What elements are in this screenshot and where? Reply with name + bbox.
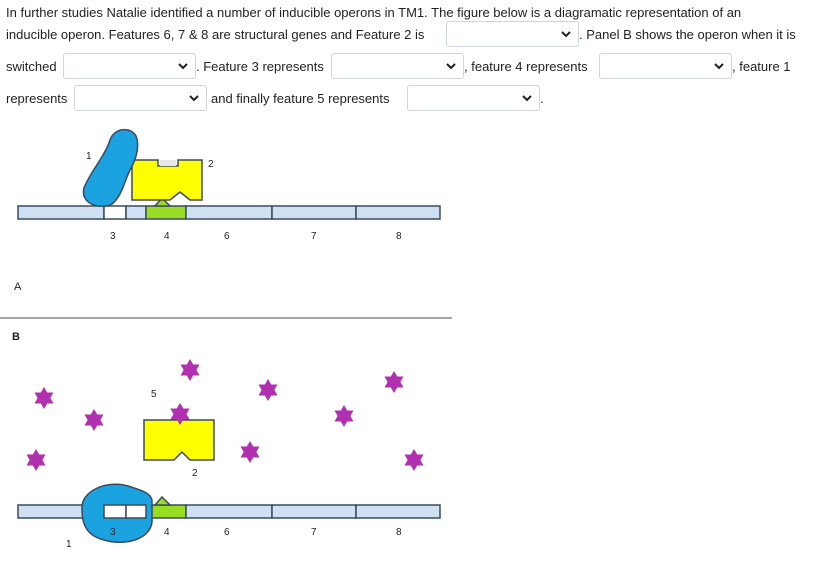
chevron-down-icon [189, 95, 199, 102]
chevron-down-icon [178, 63, 188, 70]
chevron-down-icon [446, 63, 456, 70]
question-line-4-a: represents [6, 91, 68, 106]
dna-segment [125, 504, 147, 519]
label-8: 8 [396, 527, 402, 538]
label-5: 5 [151, 389, 157, 400]
inducer-star [180, 359, 200, 381]
panel-a: 1 2 3 4 6 7 8 A [14, 128, 441, 293]
question-line-1: In further studies Natalie identified a … [6, 5, 742, 20]
gene-7-box [271, 205, 357, 220]
dna-segment [125, 205, 147, 220]
answer-dropdown-3[interactable] [331, 53, 464, 79]
question-line-3-c: , feature 4 represents [464, 59, 588, 74]
inducer-star [384, 371, 404, 393]
question-line-2-a: inducible operon. Features 6, 7 & 8 are … [6, 27, 425, 42]
inducer-molecules [26, 359, 424, 471]
label-4: 4 [164, 527, 170, 538]
question-line-4-c: . [540, 91, 544, 106]
label-1: 1 [86, 151, 92, 162]
feature-4-bump [153, 495, 172, 506]
chevron-down-icon [561, 31, 571, 38]
inducer-star [240, 441, 260, 463]
dna-segment [17, 205, 105, 220]
label-8: 8 [396, 231, 402, 242]
answer-dropdown-5[interactable] [74, 85, 207, 111]
answer-dropdown-1[interactable] [446, 21, 579, 47]
question-line-3-b: . Feature 3 represents [196, 59, 324, 74]
binding-site [160, 160, 176, 166]
label-2: 2 [208, 159, 214, 170]
inducer-star [26, 449, 46, 471]
feature-1-protein [82, 128, 139, 208]
label-7: 7 [311, 231, 317, 242]
label-3: 3 [110, 527, 116, 538]
feature-2-protein [131, 159, 203, 201]
label-6: 6 [224, 231, 230, 242]
feature-4-box [145, 205, 187, 220]
inducer-star [404, 449, 424, 471]
inducer-star [34, 387, 54, 409]
panel-a-label: A [14, 281, 22, 293]
label-7: 7 [311, 527, 317, 538]
label-3: 3 [110, 231, 116, 242]
gene-6-box [185, 205, 273, 220]
feature-3-box [103, 205, 127, 220]
panel-b: B 1 2 3 4 5 6 [12, 331, 441, 550]
question-line-3-a: switched [6, 59, 57, 74]
feature-4-bump [153, 196, 172, 207]
question-line-3-d: , feature 1 [732, 59, 791, 74]
answer-dropdown-6[interactable] [407, 85, 540, 111]
feature-3-box [103, 504, 127, 519]
question-line-4-b: and finally feature 5 represents [211, 91, 390, 106]
inducer-star [334, 405, 354, 427]
chevron-down-icon [714, 63, 724, 70]
panel-b-label: B [12, 331, 20, 343]
label-4: 4 [164, 231, 170, 242]
feature-2-protein-free [143, 419, 215, 461]
gene-7-box [271, 504, 357, 519]
question-line-2-b: . Panel B shows the operon when it is [579, 27, 796, 42]
label-1: 1 [66, 539, 72, 550]
label-6: 6 [224, 527, 230, 538]
gene-8-box [355, 504, 441, 519]
inducer-star [84, 409, 104, 431]
operon-figure: 1 2 3 4 6 7 8 A B [0, 128, 452, 550]
label-2: 2 [192, 468, 198, 479]
gene-8-box [355, 205, 441, 220]
gene-6-box [185, 504, 273, 519]
inducer-star [258, 379, 278, 401]
answer-dropdown-4[interactable] [599, 53, 732, 79]
chevron-down-icon [522, 95, 532, 102]
answer-dropdown-2[interactable] [63, 53, 196, 79]
